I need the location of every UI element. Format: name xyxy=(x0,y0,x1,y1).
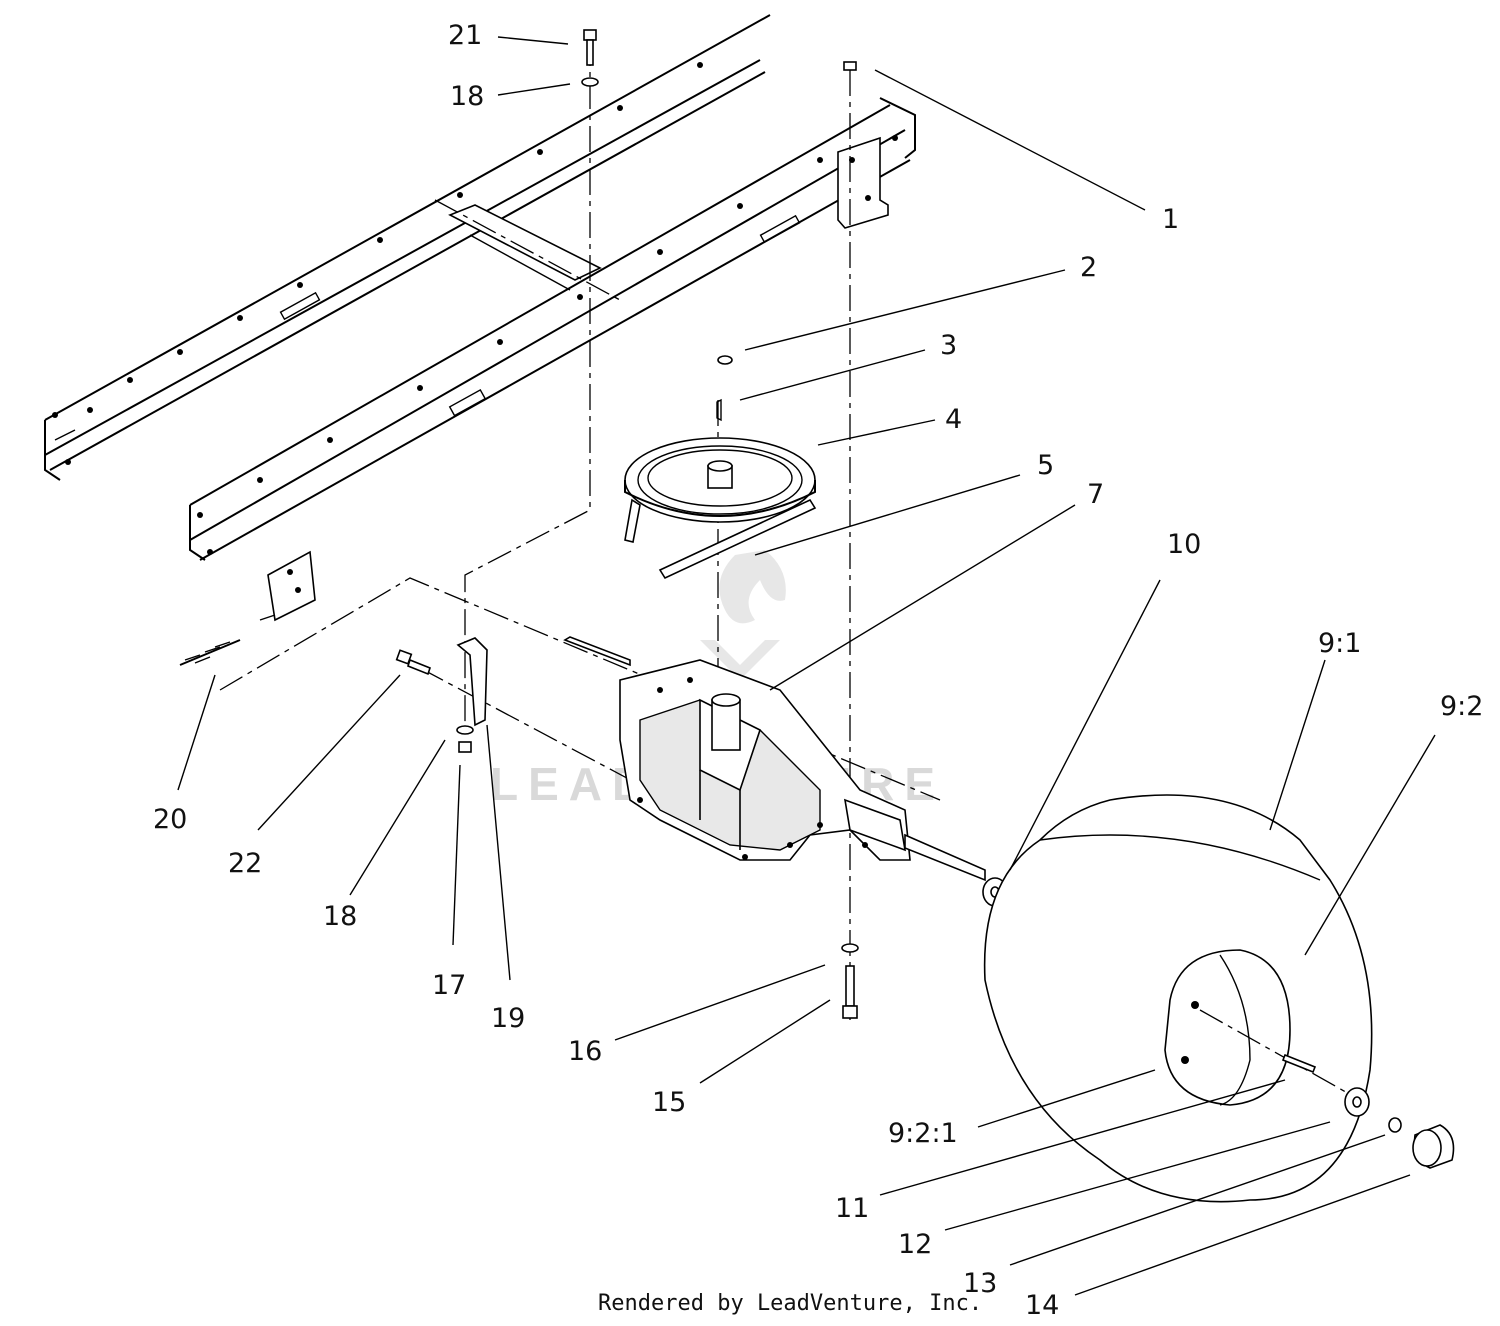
washer-16 xyxy=(841,943,859,953)
nut-1 xyxy=(843,61,857,71)
ring-13 xyxy=(1388,1117,1402,1133)
callout-21: 21 xyxy=(448,20,482,51)
bolt-21 xyxy=(583,29,597,66)
washer-18-lower xyxy=(456,725,474,735)
centerline-21 xyxy=(464,40,591,725)
pulley-4 xyxy=(624,437,816,523)
callout-10: 10 xyxy=(1167,529,1201,560)
callout-2: 2 xyxy=(1080,252,1097,283)
washer-18-top xyxy=(581,77,599,87)
bracket-upper-right xyxy=(837,136,889,229)
transmission-7 xyxy=(563,636,986,882)
callout-11: 11 xyxy=(835,1193,869,1224)
callout-17: 17 xyxy=(432,970,466,1001)
callout-18-lower: 18 xyxy=(323,901,357,932)
callout-3: 3 xyxy=(940,330,957,361)
callout-12: 12 xyxy=(898,1229,932,1260)
callout-4: 4 xyxy=(945,404,962,435)
callout-18-upper: 18 xyxy=(450,81,484,112)
bracket-19 xyxy=(456,637,488,727)
callout-9-2: 9:2 xyxy=(1440,691,1483,722)
frame-rail-left xyxy=(44,14,771,481)
key-11 xyxy=(1281,1053,1317,1074)
callout-20: 20 xyxy=(153,804,187,835)
washer-12 xyxy=(1344,1087,1370,1117)
frame-rail-right xyxy=(189,97,916,561)
callout-16: 16 xyxy=(568,1036,602,1067)
key-3 xyxy=(716,398,722,422)
callout-5: 5 xyxy=(1037,450,1054,481)
leader-lines xyxy=(177,36,1436,1296)
callout-7: 7 xyxy=(1087,479,1104,510)
callout-9-1: 9:1 xyxy=(1318,628,1361,659)
callout-1: 1 xyxy=(1162,204,1179,235)
bolt-15 xyxy=(842,965,858,1019)
cross-member xyxy=(448,204,602,291)
callout-22: 22 xyxy=(228,848,262,879)
callout-19: 19 xyxy=(491,1003,525,1034)
watermark-logo xyxy=(700,550,786,680)
callout-15: 15 xyxy=(652,1087,686,1118)
bolt-22 xyxy=(395,649,431,676)
bracket-left xyxy=(259,550,316,622)
callout-9-2-1: 9:2:1 xyxy=(888,1118,958,1149)
wheel-assembly-9 xyxy=(983,794,1373,1203)
cap-14 xyxy=(1412,1124,1455,1169)
centerline-cross xyxy=(434,199,621,301)
callout-13: 13 xyxy=(963,1268,997,1299)
nut-17 xyxy=(458,741,472,753)
callout-14: 14 xyxy=(1025,1290,1059,1321)
footer-credit: Rendered by LeadVenture, Inc. xyxy=(598,1291,982,1316)
centerline-22 xyxy=(419,667,641,786)
belt-5 xyxy=(624,498,817,580)
nut-2 xyxy=(717,355,733,365)
